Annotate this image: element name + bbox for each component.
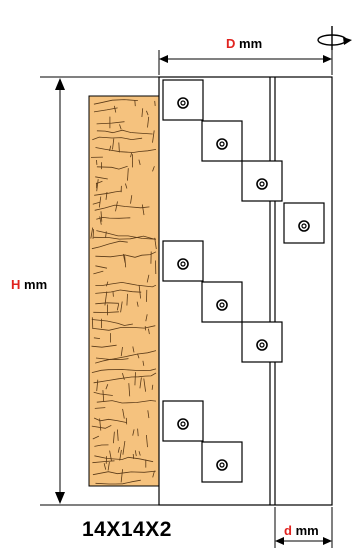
dimension-D-unit: mm — [239, 36, 263, 51]
model-code: 14X14X2 — [82, 518, 172, 541]
dimension-d-label: d mm — [284, 523, 319, 538]
wood-workpiece — [88, 95, 160, 487]
insert-screw-icon — [256, 178, 268, 190]
rotation-arrow-icon — [317, 26, 352, 50]
cutter-insert — [283, 202, 325, 244]
cutter-insert — [201, 441, 243, 483]
insert-screw-icon — [177, 418, 189, 430]
dimension-H-label: H mm — [11, 277, 47, 292]
cutter-insert — [201, 281, 243, 323]
dimension-H-line — [40, 76, 159, 506]
dimension-H-unit: mm — [24, 277, 48, 292]
insert-screw-icon — [216, 138, 228, 150]
dimension-D-label: D mm — [226, 36, 262, 51]
cutter-insert — [162, 79, 204, 121]
insert-screw-icon — [177, 258, 189, 270]
insert-screw-icon — [216, 299, 228, 311]
cutter-insert — [201, 120, 243, 162]
insert-screw-icon — [298, 220, 310, 232]
cutter-inserts — [162, 79, 325, 483]
cutter-insert — [241, 321, 283, 363]
dimension-d-line — [274, 507, 333, 548]
insert-screw-icon — [216, 459, 228, 471]
dimension-D-letter: D — [226, 36, 236, 51]
dimension-d-unit: mm — [295, 523, 319, 538]
insert-screw-icon — [177, 97, 189, 109]
dimension-d-letter: d — [284, 523, 292, 538]
dimension-D-line — [158, 48, 333, 75]
insert-screw-icon — [256, 339, 268, 351]
cutter-insert — [162, 240, 204, 282]
cutter-insert — [241, 160, 283, 202]
cutter-insert — [162, 400, 204, 442]
dimension-H-letter: H — [11, 277, 21, 292]
